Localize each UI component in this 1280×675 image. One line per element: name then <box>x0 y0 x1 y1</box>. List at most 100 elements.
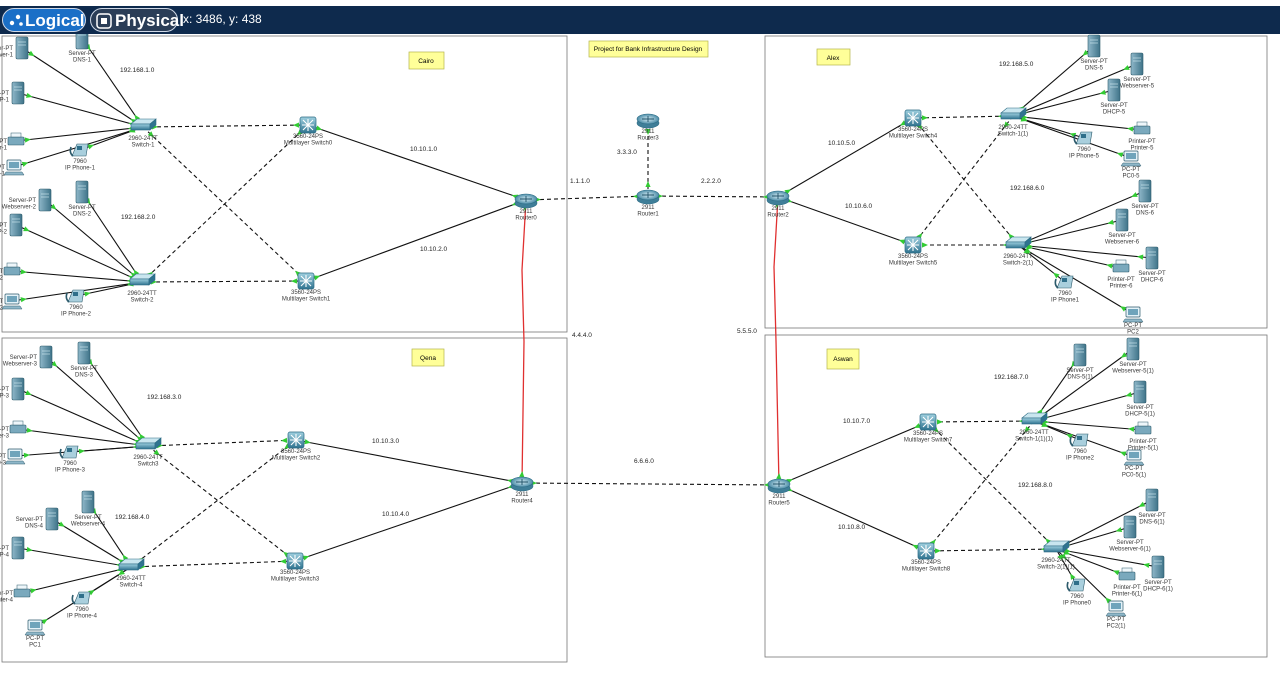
alex-note[interactable]: Alex <box>816 48 851 66</box>
crossover-link-c_sw2-ms1[interactable] <box>141 280 307 283</box>
project-title-note[interactable]: Project for Bank Infrastructure Design <box>588 40 709 58</box>
straight-link-a_dhcp2-a_sw2[interactable] <box>1017 244 1153 259</box>
straight-link-q_dns2-q_sw2[interactable] <box>51 518 132 568</box>
crossover-link-q_sw-ms2[interactable] <box>147 439 297 447</box>
crossover-link-r0-r1[interactable] <box>525 195 649 201</box>
straight-link-a_pc2-a_sw2[interactable] <box>1017 244 1134 315</box>
straight-link-q_dns-q_sw[interactable] <box>83 352 149 447</box>
straight-link-ms4-r2[interactable] <box>777 117 914 198</box>
physical-view-button[interactable]: Physical <box>90 8 184 32</box>
crossover-link-a_sw-ms4[interactable] <box>912 115 1014 119</box>
straight-link-s_ph2-s_sw2[interactable] <box>1055 548 1078 586</box>
straight-link-q_dhcp-q_sw[interactable] <box>17 388 149 447</box>
straight-link-a_dns-a_sw[interactable] <box>1012 45 1095 117</box>
straight-link-c_prn2-c_sw2[interactable] <box>11 270 143 283</box>
straight-link-ms5-r2[interactable] <box>777 196 914 246</box>
straight-link-ms1-r0[interactable] <box>305 199 527 282</box>
straight-link-s_prn-s_sw[interactable] <box>1033 420 1144 431</box>
crossover-link-s_sw-ms7[interactable] <box>925 420 1035 552</box>
crossover-link-q_sw-ms3[interactable] <box>147 445 296 562</box>
straight-link-q_prn-q_sw[interactable] <box>17 428 149 447</box>
crossover-link-r4-r5[interactable] <box>521 482 780 486</box>
logical-workspace-canvas[interactable]: Project for Bank Infrastructure Design C… <box>0 26 1280 670</box>
crossover-link-c_sw2-ms0[interactable] <box>141 124 309 283</box>
serial-link-r2-r5[interactable] <box>773 196 780 486</box>
straight-link-a_web2-a_sw2[interactable] <box>1017 219 1123 246</box>
crossover-link-c_sw-ms0[interactable] <box>142 124 309 128</box>
straight-link-a_web-a_sw[interactable] <box>1012 63 1138 117</box>
straight-link-c_web2-c_sw2[interactable] <box>44 199 143 283</box>
straight-link-c_dns2-c_sw2[interactable] <box>81 191 143 283</box>
straight-link-c_web-c_sw[interactable] <box>21 47 144 128</box>
straight-link-c_dhcp2-c_sw2[interactable] <box>15 224 143 283</box>
crossover-link-a_sw-ms5[interactable] <box>912 115 1014 246</box>
logical-view-button[interactable]: Logical <box>2 8 86 32</box>
aswan-note[interactable]: Aswan <box>826 348 860 370</box>
crossover-link-q_sw2-ms3[interactable] <box>130 560 296 568</box>
straight-link-ms0-r0[interactable] <box>307 124 527 201</box>
straight-link-a_prn2-a_sw2[interactable] <box>1017 244 1122 269</box>
crossover-link-s_sw-ms6[interactable] <box>927 420 1035 423</box>
straight-link-a_pc-a_sw[interactable] <box>1012 115 1132 159</box>
straight-link-s_dhcp-s_sw[interactable] <box>1033 391 1141 422</box>
straight-link-q_dhcp2-q_sw2[interactable] <box>17 547 132 568</box>
serial-link-r0-r4[interactable] <box>521 199 527 484</box>
straight-link-s_dhcp2-s_sw2[interactable] <box>1055 548 1159 568</box>
straight-link-a_dns2-a_sw2[interactable] <box>1017 190 1146 246</box>
straight-link-c_dns-c_sw[interactable] <box>81 37 144 128</box>
straight-link-q_prn2-q_sw2[interactable] <box>21 566 132 594</box>
crossover-link-r1-r2[interactable] <box>647 195 779 198</box>
straight-link-ms2-r4[interactable] <box>295 439 523 484</box>
straight-link-q_web-q_sw[interactable] <box>45 356 149 447</box>
